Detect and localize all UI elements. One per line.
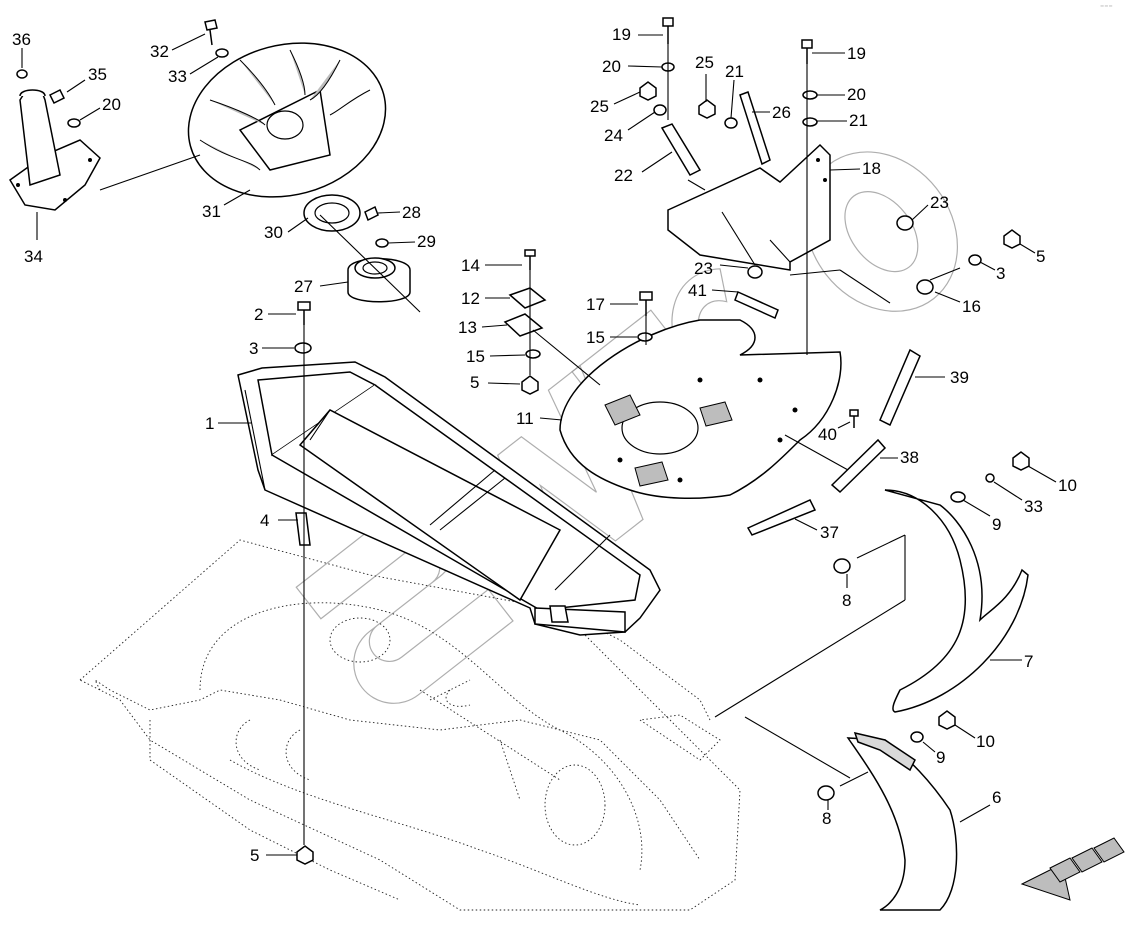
callout-29: 29 [417, 232, 436, 251]
callout-20-mid: 20 [602, 57, 621, 76]
callout-23-mid: 23 [694, 259, 713, 278]
callout-33-right: 33 [1024, 497, 1043, 516]
callout-9-top: 9 [992, 515, 1001, 534]
callout-1: 1 [205, 414, 214, 433]
callout-7: 7 [1024, 652, 1033, 671]
callout-25-left: 25 [590, 97, 609, 116]
callout-22: 22 [614, 166, 633, 185]
callout-35: 35 [88, 65, 107, 84]
callout-19-right: 19 [847, 44, 866, 63]
callout-31: 31 [202, 202, 221, 221]
callout-39: 39 [950, 368, 969, 387]
corner-mark: ⁻⁻⁻ [1100, 3, 1113, 12]
leader-lines [99, 44, 961, 845]
callout-26: 26 [772, 103, 791, 122]
callout-32: 32 [150, 42, 169, 61]
callout-labels: 36 35 20 34 32 33 31 30 28 29 27 19 20 2… [12, 25, 1077, 865]
deflector-part-7 [884, 489, 1029, 713]
callout-24: 24 [604, 126, 623, 145]
callout-9-bottom: 9 [936, 748, 945, 767]
callout-20-right: 20 [847, 85, 866, 104]
callout-17: 17 [586, 295, 605, 314]
callout-33: 33 [168, 67, 187, 86]
callout-2: 2 [254, 305, 263, 324]
strap-part-22 [660, 123, 702, 176]
bracket-part-37 [746, 499, 817, 536]
callout-3-left: 3 [249, 339, 258, 358]
strip-part-41 [734, 290, 779, 320]
bracket-part-38 [830, 438, 887, 494]
callout-10-top: 10 [1058, 476, 1077, 495]
callout-4: 4 [260, 511, 269, 530]
callout-27: 27 [294, 277, 313, 296]
callout-28: 28 [402, 203, 421, 222]
callout-3-right: 3 [996, 264, 1005, 283]
callout-14: 14 [461, 256, 480, 275]
callout-10-bottom: 10 [976, 732, 995, 751]
callout-30: 30 [264, 223, 283, 242]
callout-23-right: 23 [930, 193, 949, 212]
callout-21-right: 21 [849, 111, 868, 130]
bracket-part-39 [879, 348, 921, 427]
callout-38: 38 [900, 448, 919, 467]
pin-part-4 [295, 512, 311, 546]
callout-5-top: 5 [1036, 247, 1045, 266]
callout-41: 41 [688, 281, 707, 300]
callout-40: 40 [818, 425, 837, 444]
fasteners [16, 17, 1030, 865]
callout-16: 16 [962, 297, 981, 316]
cone-part-34 [9, 89, 101, 211]
direction-arrow [1020, 837, 1125, 901]
deck-plate-part-11 [559, 319, 842, 499]
callout-5-bottom: 5 [250, 846, 259, 865]
callout-15-left: 15 [466, 347, 485, 366]
deflector-part-6 [846, 731, 958, 911]
callout-20: 20 [102, 95, 121, 114]
flange-part-30 [303, 194, 361, 232]
strap-part-26 [739, 91, 771, 166]
plate-part-12 [508, 287, 547, 309]
callout-18: 18 [862, 159, 881, 178]
hub-part-27 [347, 257, 411, 303]
callout-36: 36 [12, 30, 31, 49]
spreader-disc-part-31 [187, 42, 387, 198]
callout-5-mid: 5 [470, 373, 479, 392]
callout-8-bottom: 8 [822, 809, 831, 828]
callout-13: 13 [458, 318, 477, 337]
callout-11: 11 [516, 409, 534, 428]
callout-21-left: 21 [725, 62, 744, 81]
callout-15-right: 15 [586, 328, 605, 347]
callout-25-right: 25 [695, 53, 714, 72]
callout-34: 34 [24, 247, 43, 266]
callout-12: 12 [461, 289, 480, 308]
callout-6: 6 [992, 788, 1001, 807]
callout-37: 37 [820, 523, 839, 542]
callout-8-top: 8 [842, 591, 851, 610]
guard-plate-part-18 [667, 143, 831, 271]
callout-19-left: 19 [612, 25, 631, 44]
chassis-frame [79, 539, 741, 911]
main-frame-part-1 [237, 361, 661, 636]
